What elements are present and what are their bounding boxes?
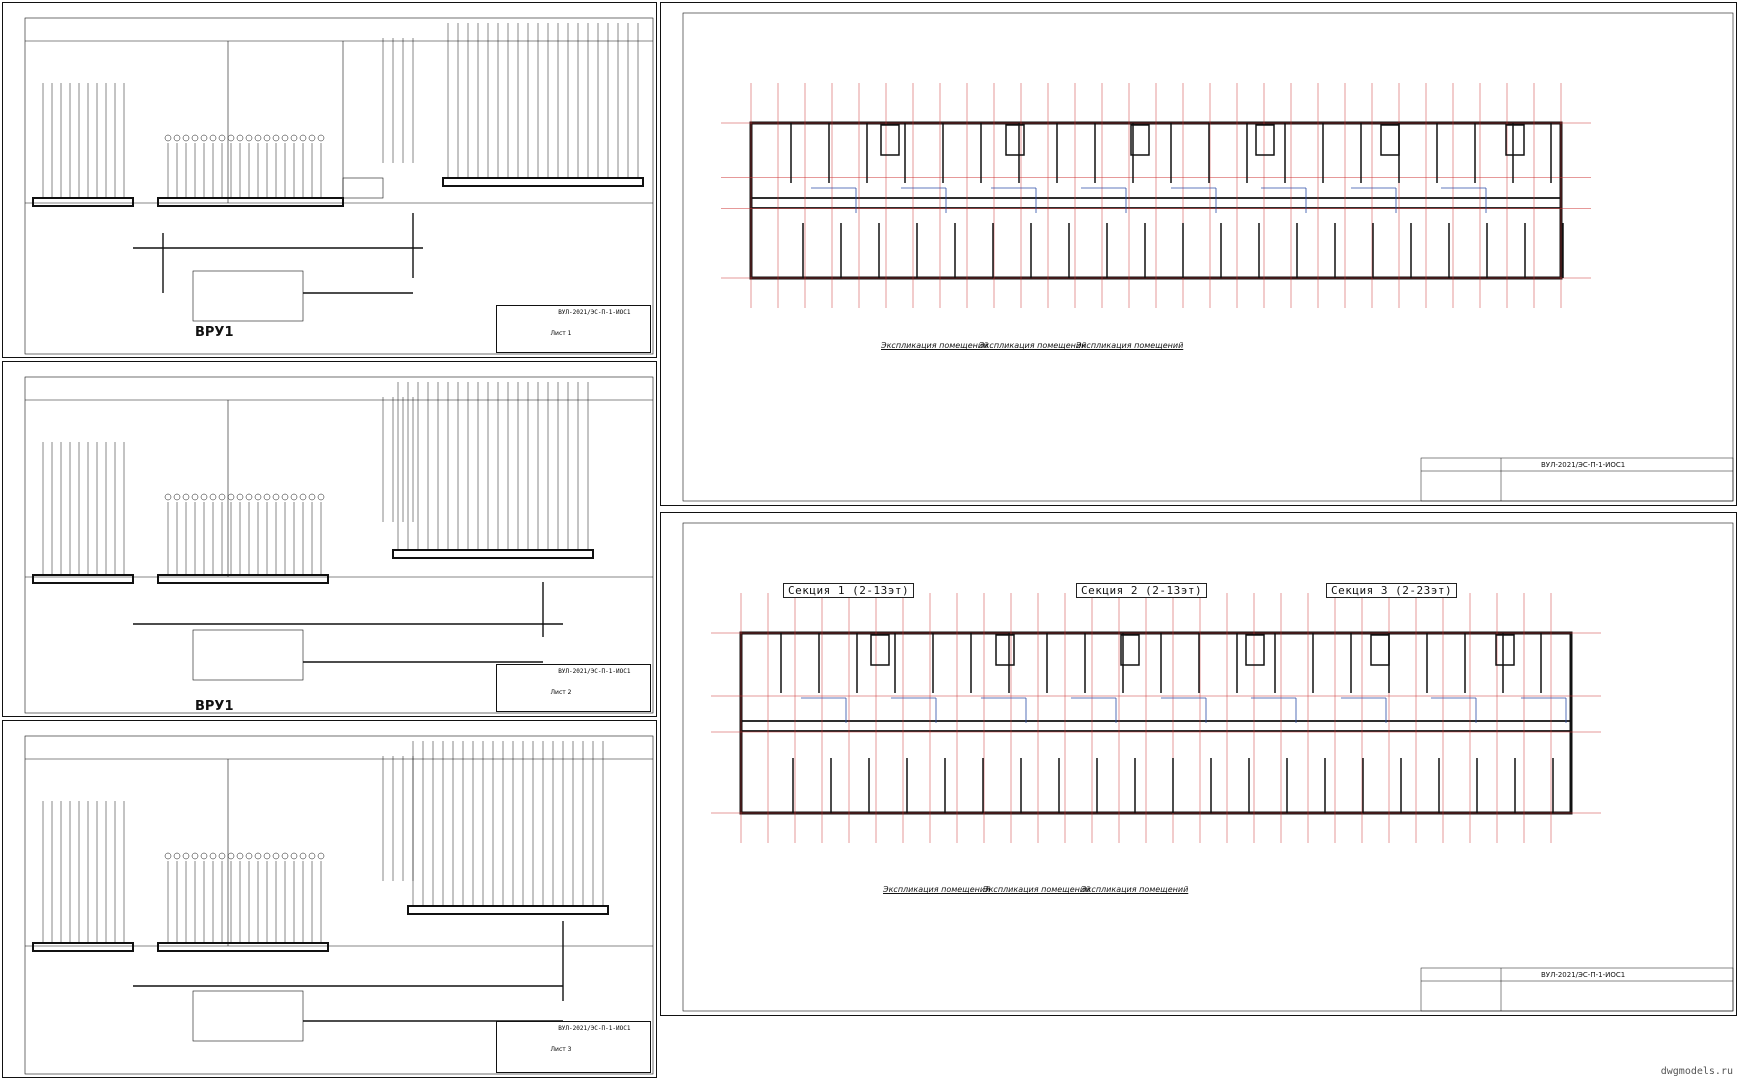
floor-plan-drawing-top xyxy=(682,12,1734,502)
room-schedule-title: Экспликация помещений xyxy=(979,341,1087,350)
sheet-number: Лист 2 xyxy=(550,689,572,696)
doc-code: ВУЛ-2021/ЭС-П-1-ИОС1 xyxy=(558,1025,631,1032)
doc-code: ВУЛ-2021/ЭС-П-1-ИОС1 xyxy=(558,309,631,316)
room-schedule-title: Экспликация помещений xyxy=(1076,341,1184,350)
section-label-1: Секция 1 (2-13эт) xyxy=(783,583,915,598)
doc-code: ВУЛ-2021/ЭС-П-1-ИОС1 xyxy=(1541,461,1626,469)
doc-code: ВУЛ-2021/ЭС-П-1-ИОС1 xyxy=(558,668,631,675)
floor-plan-drawing-bottom xyxy=(682,522,1734,1012)
section-label-2: Секция 2 (2-13эт) xyxy=(1076,583,1208,598)
scheme-sheet-3: ВУЛ-2021/ЭС-П-1-ИОС1 Лист 3 xyxy=(2,720,657,1078)
floor-plan-sheet-bottom: Секция 1 (2-13эт) Секция 2 (2-13эт) Секц… xyxy=(660,512,1737,1016)
vru-label: ВРУ1 xyxy=(195,325,234,340)
scheme-drawing-2 xyxy=(24,376,654,714)
section-label-3: Секция 3 (2-23эт) xyxy=(1326,583,1458,598)
title-block: ВУЛ-2021/ЭС-П-1-ИОС1 Лист 1 xyxy=(496,305,651,353)
room-schedule-title: Экспликация помещений xyxy=(1081,885,1189,894)
title-block: ВУЛ-2021/ЭС-П-1-ИОС1 Лист 2 xyxy=(496,664,651,712)
scheme-drawing-1 xyxy=(24,17,654,355)
room-schedule-title: Экспликация помещений xyxy=(983,885,1091,894)
sheet-number: Лист 1 xyxy=(550,330,572,337)
vru-label: ВРУ1 xyxy=(195,699,234,714)
doc-code: ВУЛ-2021/ЭС-П-1-ИОС1 xyxy=(1541,971,1626,979)
scheme-drawing-3 xyxy=(24,735,654,1075)
room-schedule-title: Экспликация помещений xyxy=(881,341,989,350)
scheme-sheet-2: ВРУ1 ВУЛ-2021/ЭС-П-1-ИОС1 Лист 2 xyxy=(2,361,657,717)
title-block: ВУЛ-2021/ЭС-П-1-ИОС1 Лист 3 xyxy=(496,1021,651,1073)
scheme-sheet-1: ВРУ1 ВУЛ-2021/ЭС-П-1-ИОС1 Лист 1 xyxy=(2,2,657,358)
watermark: dwgmodels.ru xyxy=(1660,1066,1733,1077)
room-schedule-title: Экспликация помещений xyxy=(883,885,991,894)
floor-plan-sheet-top: Экспликация помещений Экспликация помеще… xyxy=(660,2,1737,506)
sheet-number: Лист 3 xyxy=(550,1046,572,1053)
